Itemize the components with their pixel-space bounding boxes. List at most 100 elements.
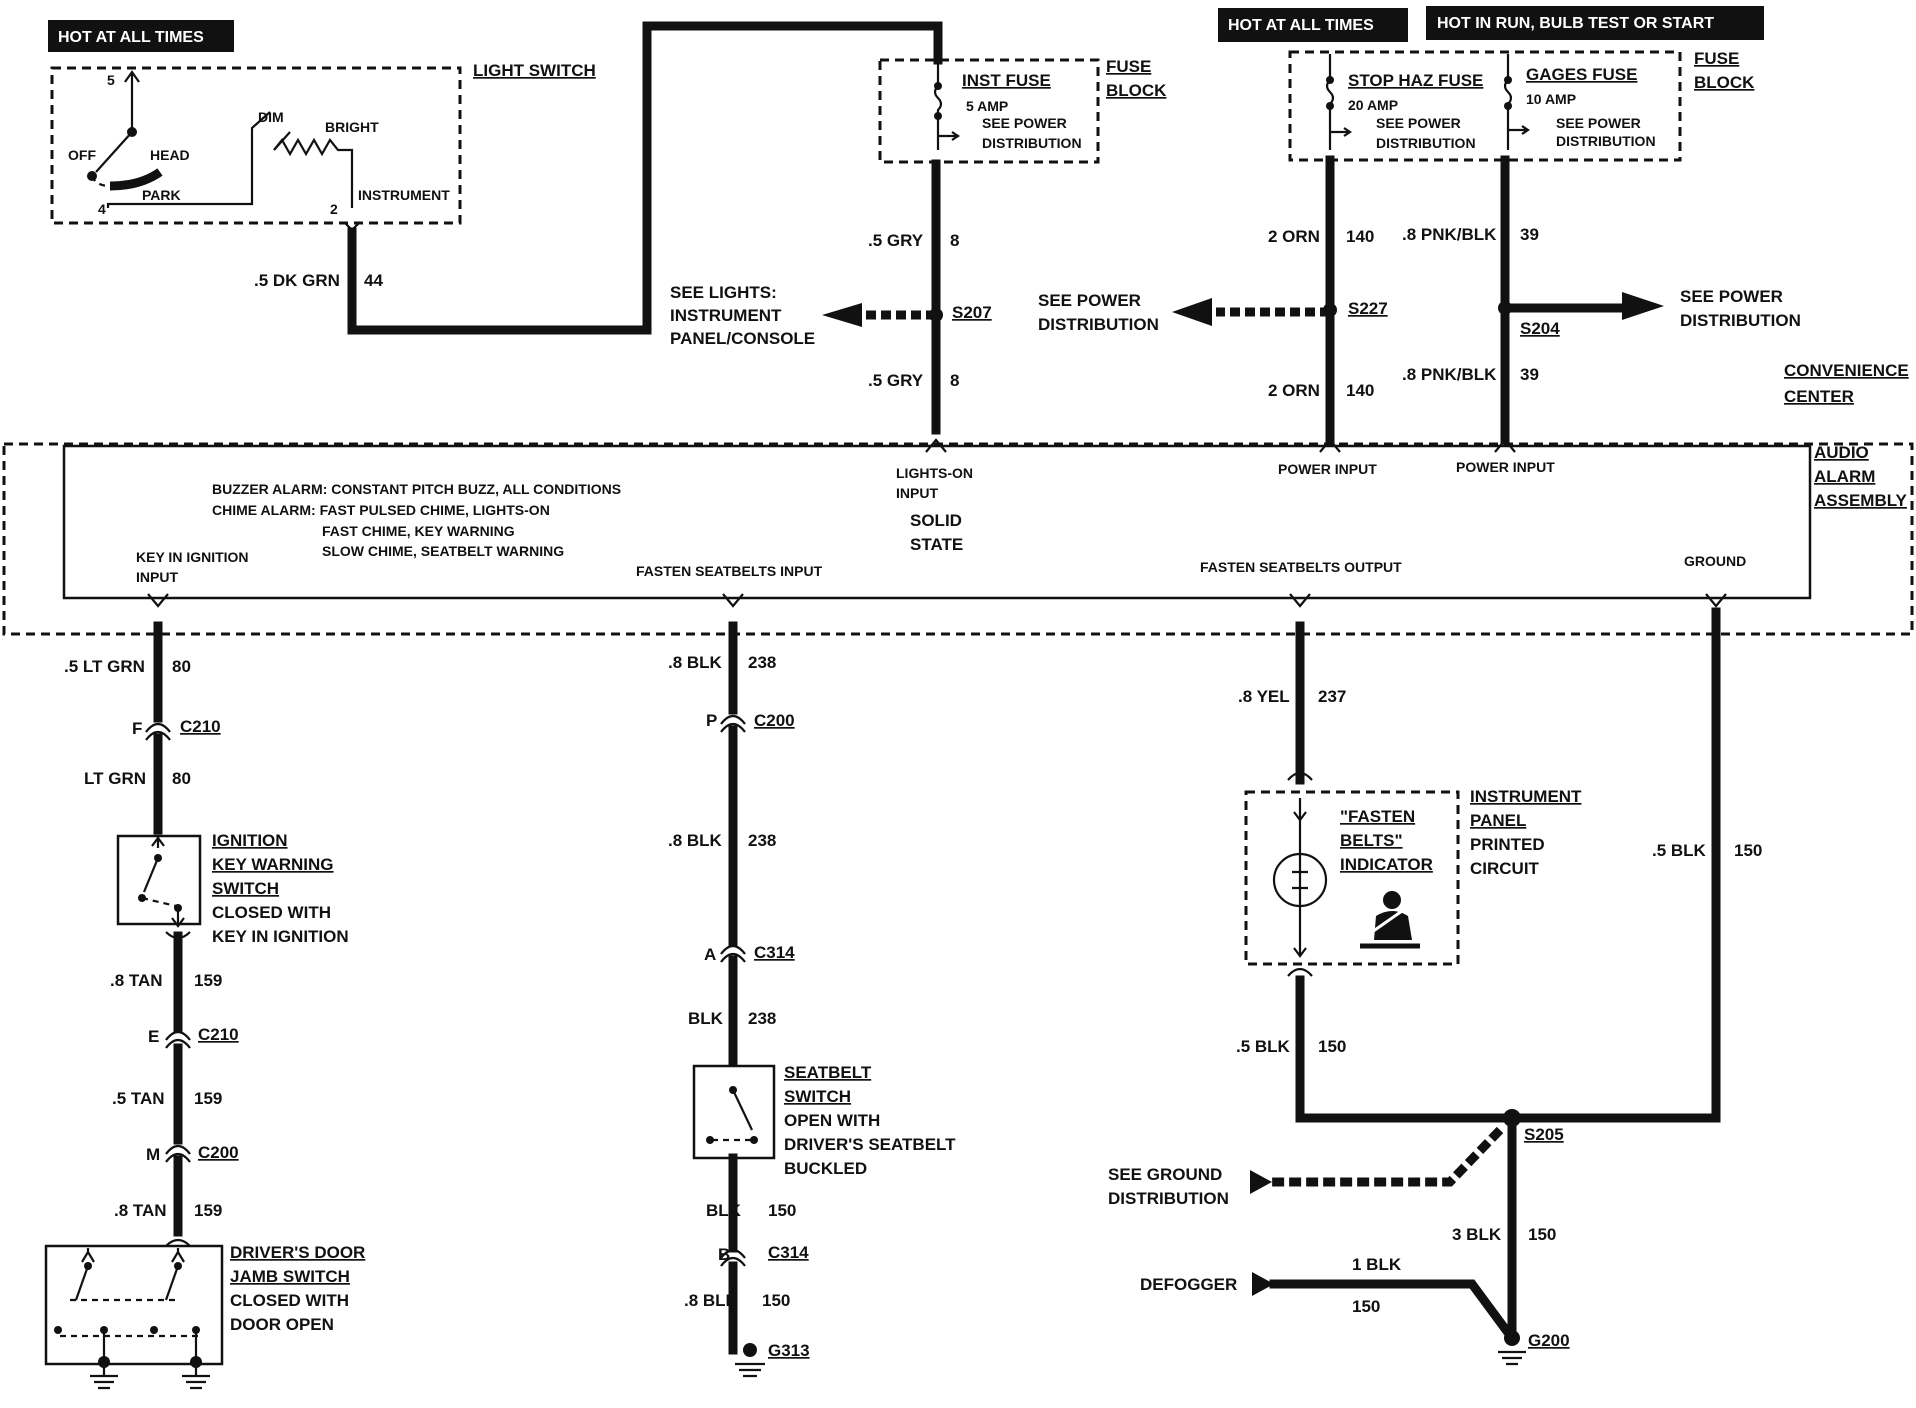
indicator-label-2: BELTS"	[1340, 831, 1403, 850]
splice-s204: S204	[1520, 319, 1560, 338]
connector-pin-m: M	[146, 1145, 160, 1164]
power-input-1: POWER INPUT	[1278, 461, 1377, 477]
ref-see-ground: SEE GROUND	[1108, 1165, 1222, 1184]
wire-label-blk-8: 3 BLK	[1452, 1225, 1502, 1244]
connector-c210-b: C210	[198, 1025, 239, 1044]
connector-pin-a: A	[704, 945, 716, 964]
connector-pin-f: F	[132, 719, 142, 738]
connector-c210-a: C210	[180, 717, 221, 736]
door-switch-label-4: DOOR OPEN	[230, 1315, 334, 1334]
badge-label: HOT AT ALL TIMES	[58, 29, 204, 46]
key-in-ignition-input-2: INPUT	[136, 569, 178, 585]
lights-on-input: LIGHTS-ON	[896, 465, 973, 481]
ignition-key-warning-switch	[116, 834, 202, 928]
wire-number-150-4: 150	[1734, 841, 1762, 860]
fasten-belts-indicator-panel	[1244, 790, 1460, 966]
light-switch: LIGHT SWITCH 5 OFF HEAD PARK 4 DIM BRIGH…	[50, 61, 596, 232]
wire-label-orn-bot: 2 ORN	[1268, 381, 1320, 400]
wire-number-8-bot: 8	[950, 371, 959, 390]
ref-lights-instrument: INSTRUMENT	[670, 306, 782, 325]
wire-label-blk-4: BLK	[706, 1201, 742, 1220]
pin-4: 4	[98, 201, 106, 217]
alarm-slow-chime: SLOW CHIME, SEATBELT WARNING	[322, 543, 564, 559]
solid-state-2: STATE	[910, 535, 963, 554]
wire-label-blk-3: BLK	[688, 1009, 724, 1028]
wire-blk-defogger	[1269, 1279, 1513, 1337]
label-park: PARK	[142, 187, 181, 203]
drivers-door-jamb-switch	[44, 1244, 224, 1390]
ignition-switch-label-1: IGNITION	[212, 831, 288, 850]
wire-dk-grn-44	[347, 21, 943, 335]
fuse-note-1: SEE POWER	[1376, 115, 1461, 131]
wire-label-yel: .8 YEL	[1238, 687, 1290, 706]
splice-s227: S227	[1348, 299, 1388, 318]
ground-label-g313: G313	[768, 1341, 810, 1360]
wire-label-blk-5: .8 BLK	[684, 1291, 739, 1310]
seatbelt-switch-label-5: BUCKLED	[784, 1159, 867, 1178]
label-instrument: INSTRUMENT	[358, 187, 450, 203]
wire-label-gry-bot: .5 GRY	[868, 371, 924, 390]
lights-on-input-2: INPUT	[896, 485, 938, 501]
convenience-center-label: CONVENIENCE	[1784, 361, 1909, 380]
wire-number-237: 237	[1318, 687, 1346, 706]
ref-see-power-left: SEE POWER	[1038, 291, 1141, 310]
wire-number-8-top: 8	[950, 231, 959, 250]
fuse-note-2: DISTRIBUTION	[1376, 135, 1476, 151]
wire-see-ground	[1272, 1126, 1504, 1187]
badge-hot-at-all-times-left: HOT AT ALL TIMES	[48, 20, 234, 52]
wire-number-150-2: 150	[762, 1291, 790, 1310]
badge-hot-in-run: HOT IN RUN, BULB TEST OR START	[1426, 6, 1764, 40]
convenience-center-boundary	[2, 442, 1914, 636]
wire-label-blk-6: .5 BLK	[1236, 1037, 1291, 1056]
seatbelt-switch	[692, 1064, 776, 1160]
wire-label-blk-2: .8 BLK	[668, 831, 723, 850]
convenience-center-label-2: CENTER	[1784, 387, 1854, 406]
fuse-rating-stop-haz: 20 AMP	[1348, 97, 1398, 113]
connector-c314-b: C314	[768, 1243, 809, 1262]
door-switch-label-3: CLOSED WITH	[230, 1291, 349, 1310]
ground-label-g200: G200	[1528, 1331, 1570, 1350]
fuse-rating-inst: 5 AMP	[966, 98, 1008, 114]
wire-number-159-2: 159	[194, 1089, 222, 1108]
solid-state: SOLID	[910, 511, 962, 530]
seatbelt-icon	[1360, 891, 1420, 949]
fuse-note-3: SEE POWER	[1556, 115, 1641, 131]
alarm-title-2: ALARM	[1814, 467, 1875, 486]
seatbelt-switch-label-2: SWITCH	[784, 1087, 851, 1106]
wire-blk-150-indicator	[1295, 975, 1517, 1123]
fuse-block-title: FUSE	[1106, 57, 1151, 76]
audio-alarm-assembly	[62, 444, 1812, 600]
pin-2: 2	[330, 201, 338, 217]
fuse-name-inst: INST FUSE	[962, 71, 1051, 90]
fuse-name-stop-haz: STOP HAZ FUSE	[1348, 71, 1483, 90]
alarm-buzzer-desc: BUZZER ALARM: CONSTANT PITCH BUZZ, ALL C…	[212, 481, 621, 497]
fuse-block-stop-gages: FUSE BLOCK STOP HAZ FUSE 20 AMP SEE POWE…	[1288, 49, 1755, 162]
wire-label-dk-grn: .5 DK GRN	[254, 271, 340, 290]
wire-number-39-bot: 39	[1520, 365, 1539, 384]
connector-c314-a: C314	[754, 943, 795, 962]
wire-label-lt-grn-1: .5 LT GRN	[64, 657, 145, 676]
wire-label-blk-9: 1 BLK	[1352, 1255, 1402, 1274]
ref-defogger: DEFOGGER	[1140, 1275, 1237, 1294]
wire-label-orn-top: 2 ORN	[1268, 227, 1320, 246]
fuse-block-inst: FUSE BLOCK INST FUSE 5 AMP SEE POWER DIS…	[878, 57, 1167, 164]
wire-number-150-6: 150	[1352, 1297, 1380, 1316]
wire-number-80-2: 80	[172, 769, 191, 788]
fuse-block-title: FUSE	[1694, 49, 1739, 68]
wire-label-gry-top: .5 GRY	[868, 231, 924, 250]
seatbelt-switch-label-3: OPEN WITH	[784, 1111, 880, 1130]
fasten-seatbelts-output: FASTEN SEATBELTS OUTPUT	[1200, 559, 1402, 575]
wire-blk-150-ground	[1507, 607, 1721, 1123]
wire-number-159-1: 159	[194, 971, 222, 990]
panel-label-4: CIRCUIT	[1470, 859, 1540, 878]
wire-label-pnk-bot: .8 PNK/BLK	[1402, 365, 1497, 384]
wire-number-39-top: 39	[1520, 225, 1539, 244]
alarm-title-3: ASSEMBLY	[1814, 491, 1908, 510]
connector-pin-p: P	[706, 711, 717, 730]
badge-hot-at-all-times-right: HOT AT ALL TIMES	[1218, 8, 1408, 42]
wire-number-238-2: 238	[748, 831, 776, 850]
fasten-seatbelts-input: FASTEN SEATBELTS INPUT	[636, 563, 823, 579]
ref-see-lights: SEE LIGHTS:	[670, 283, 777, 302]
wire-number-238-3: 238	[748, 1009, 776, 1028]
key-in-ignition-input: KEY IN IGNITION	[136, 549, 249, 565]
